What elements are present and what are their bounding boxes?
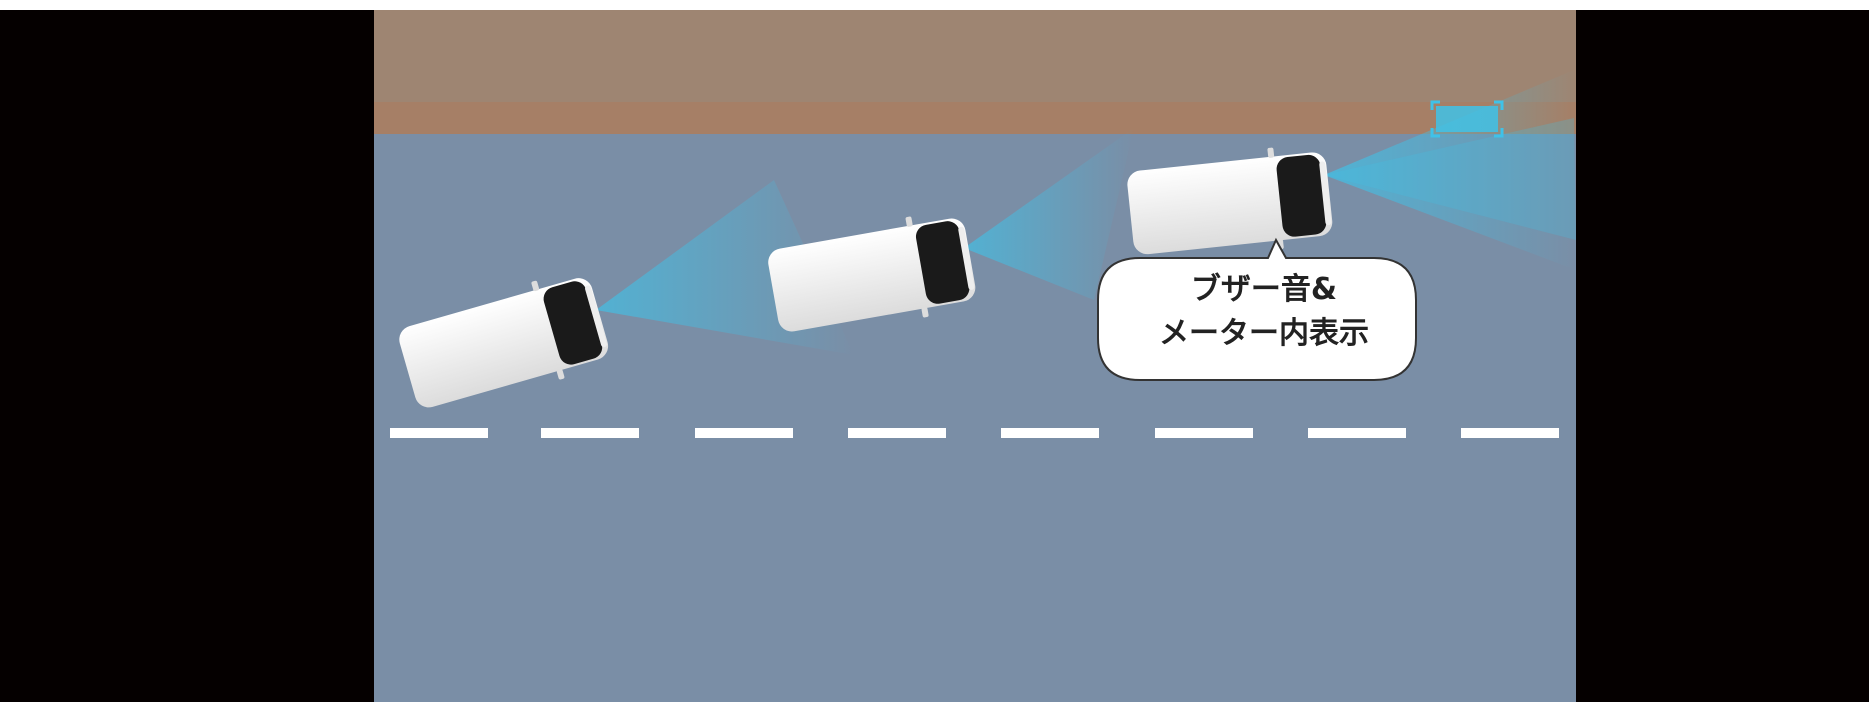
lane-markings <box>390 428 1559 438</box>
callout-line-2: メーター内表示 <box>1159 316 1369 351</box>
lane-dash <box>390 428 488 438</box>
lane-dash <box>541 428 639 438</box>
sensor-beam <box>1324 70 1576 270</box>
car-top-view-icon <box>1125 142 1335 265</box>
sensor-beams <box>596 70 1576 355</box>
scene: ブザー音& メーター内表示 <box>374 10 1576 702</box>
wall-curb <box>374 102 1576 134</box>
callout-line-1: ブザー音& <box>1190 272 1338 307</box>
lane-dash <box>1308 428 1406 438</box>
lane-dash <box>1461 428 1559 438</box>
sensor-beam <box>1324 118 1576 240</box>
top-strip <box>0 0 1869 10</box>
sensor-beam <box>964 128 1134 300</box>
lane-dash <box>695 428 793 438</box>
callout-text: ブザー音& メーター内表示 <box>1104 268 1424 356</box>
lane-dash <box>1001 428 1099 438</box>
car-top-view-icon <box>764 207 980 343</box>
scene-graphics <box>390 70 1576 438</box>
lane-dash <box>1155 428 1253 438</box>
callout-bubble <box>1097 237 1417 381</box>
lane-dash <box>848 428 946 438</box>
car-top-view-icon <box>393 266 614 420</box>
wall <box>374 10 1576 102</box>
